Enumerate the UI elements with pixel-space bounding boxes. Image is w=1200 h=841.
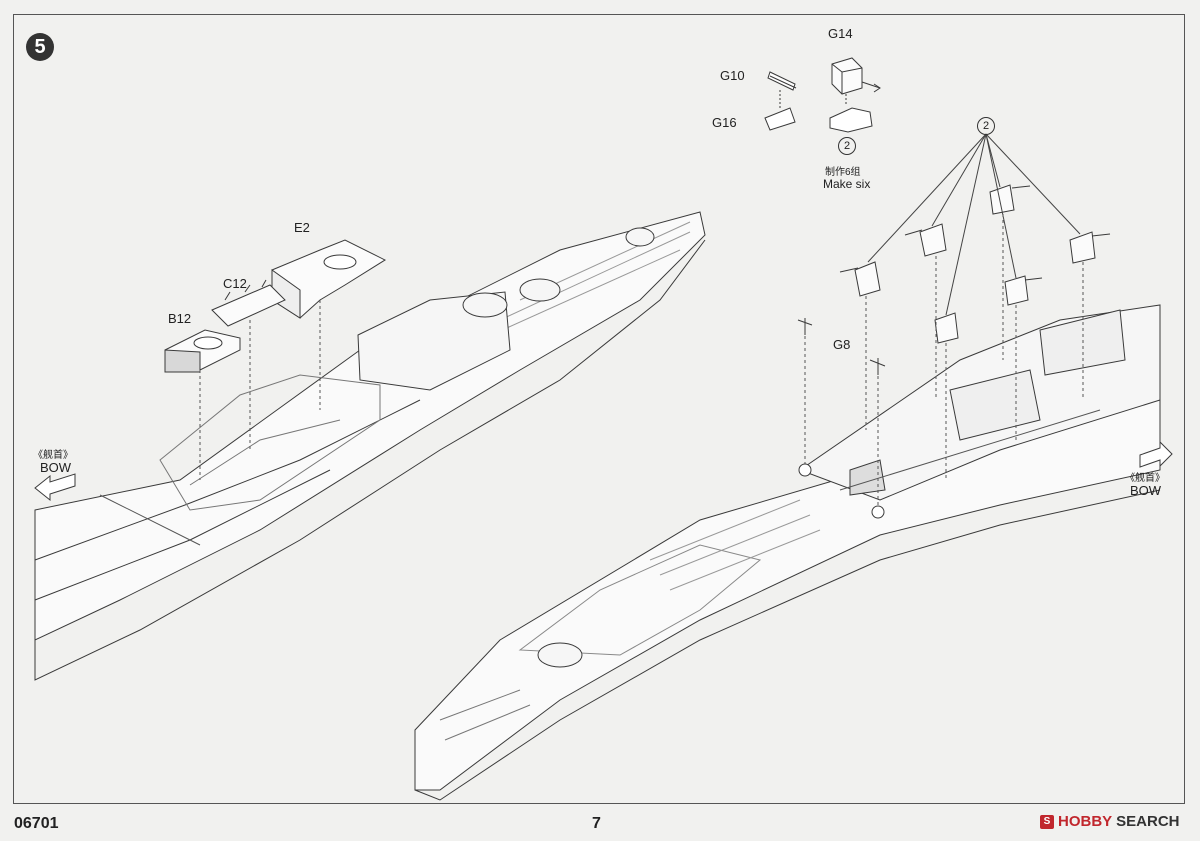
part-label-g16: G16 bbox=[712, 115, 737, 130]
part-g16-drawing bbox=[764, 107, 796, 131]
part-label-g14: G14 bbox=[828, 26, 853, 41]
bow-label-left-en: BOW bbox=[40, 460, 72, 475]
part-label-e2: E2 bbox=[294, 220, 310, 235]
hobby-search-logo: S HOBBY SEARCH bbox=[1040, 813, 1180, 830]
page-frame bbox=[13, 14, 1185, 804]
part-b12-drawing bbox=[164, 329, 241, 373]
make-six-en: Make six bbox=[823, 177, 871, 191]
part-label-b12: B12 bbox=[168, 311, 192, 326]
part-c12-drawing bbox=[211, 279, 286, 327]
subassembly-qty-marker: 2 bbox=[838, 137, 856, 155]
part-label-g10: G10 bbox=[720, 68, 745, 83]
part-e2-drawing bbox=[271, 239, 387, 319]
turret-qty-marker: 2 bbox=[977, 117, 995, 135]
part-label-c12: C12 bbox=[223, 276, 247, 291]
part-g14-drawing bbox=[831, 57, 881, 95]
turret-drawings bbox=[839, 184, 1111, 344]
product-code: 06701 bbox=[14, 815, 59, 832]
bow-label-right-en: BOW bbox=[1130, 483, 1162, 498]
bow-label-left-cn: 《舰首》 bbox=[33, 450, 73, 461]
part-g10-drawing bbox=[767, 71, 797, 91]
logo-search-text: SEARCH bbox=[1116, 813, 1180, 830]
page-number: 7 bbox=[592, 815, 601, 832]
bow-label-right-cn: 《舰首》 bbox=[1125, 473, 1165, 484]
bow-arrow-right bbox=[1139, 440, 1173, 468]
step-number-badge: 5 bbox=[26, 33, 54, 61]
right-ship-hull bbox=[414, 304, 1161, 801]
logo-hobby-text: HOBBY bbox=[1058, 813, 1113, 830]
left-ship-hull bbox=[34, 211, 706, 681]
part-label-g8: G8 bbox=[833, 337, 851, 352]
make-six-cn: 制作6组 bbox=[825, 167, 861, 178]
logo-mark-icon: S bbox=[1040, 814, 1054, 829]
part-g8-drawing bbox=[797, 318, 886, 519]
bow-arrow-left bbox=[34, 473, 76, 502]
